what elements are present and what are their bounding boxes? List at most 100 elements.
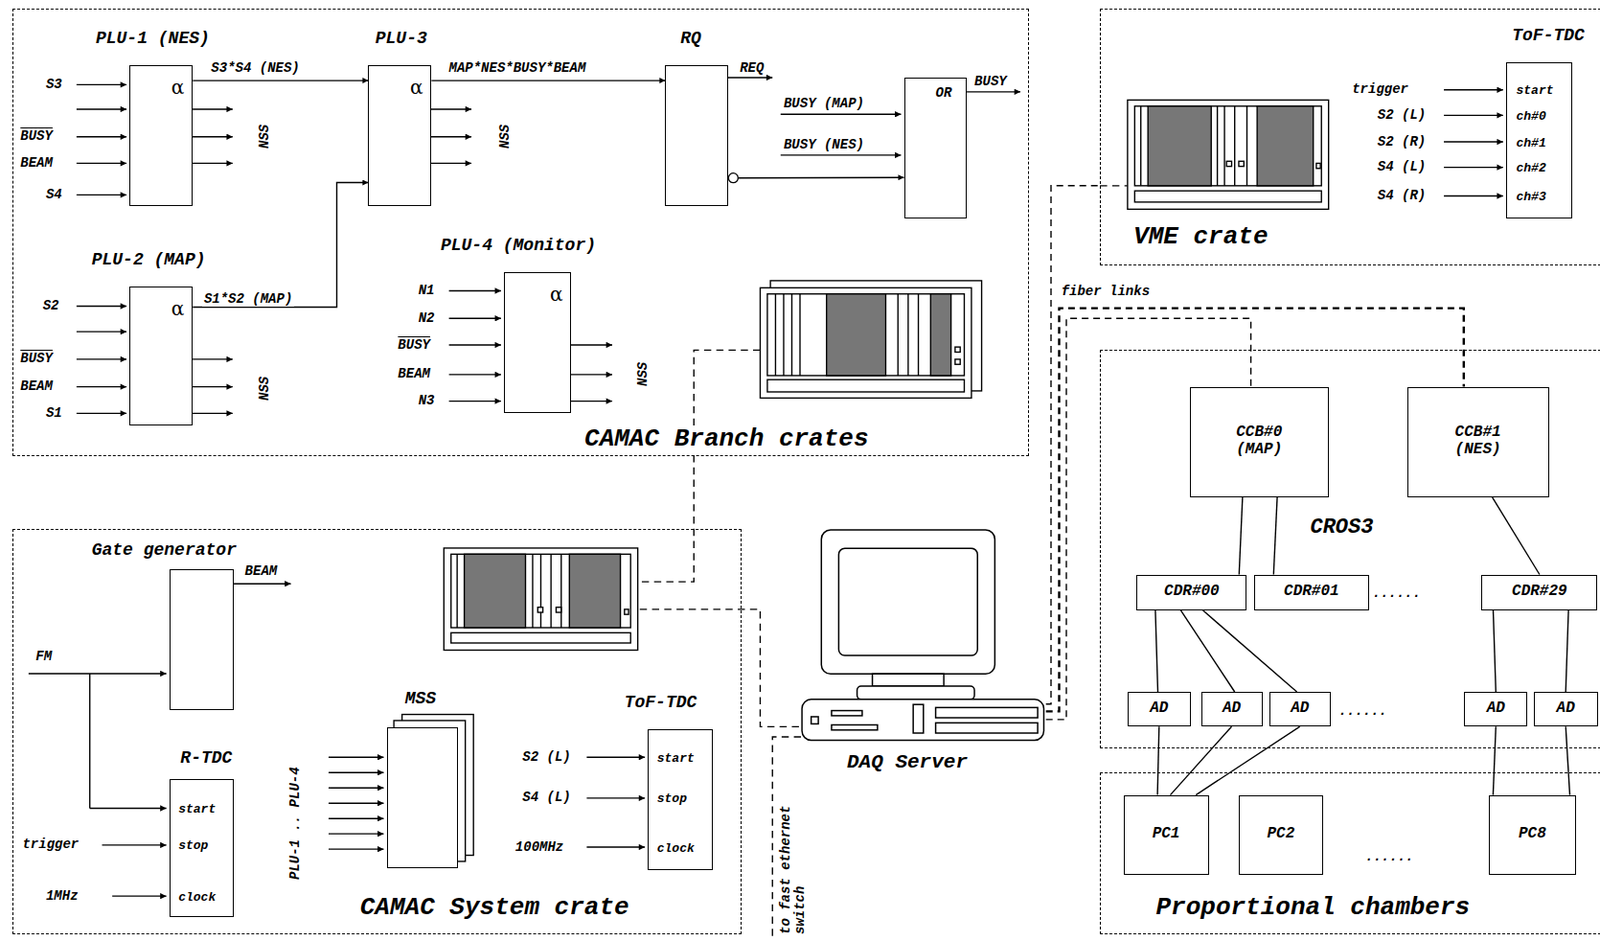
signal-connector: [192, 182, 368, 308]
signal-connector: [1565, 610, 1569, 692]
signal-label: S2 (L): [1377, 108, 1426, 123]
camac-branch-crates: [759, 280, 982, 398]
signal-label: BEAM: [20, 156, 53, 171]
signal-connector: [192, 79, 368, 81]
node-label: ToF-TDC: [1511, 26, 1585, 46]
fiber-link: [1046, 308, 1464, 712]
node-label: ToF-TDC: [624, 693, 698, 713]
dashed-links: [640, 185, 1128, 941]
controller-box: CCB#0 (MAP): [1189, 387, 1329, 498]
region-frame: CAMAC System crateGate generatorR-TDCsta…: [12, 528, 743, 935]
node-label: Gate generator: [91, 541, 237, 561]
signal-connector: [1491, 497, 1540, 575]
amplifier-box: AD: [1269, 691, 1331, 727]
amplifier-box: AD: [1127, 691, 1191, 727]
node-label: MSS: [405, 689, 436, 709]
logic-unit: PLU-3α: [367, 65, 432, 206]
vertical-label: NSS: [257, 375, 273, 400]
or-gate: OR: [904, 77, 967, 219]
signal-label: 1MHz: [45, 889, 79, 904]
node-label: PLU-1 (NES): [95, 29, 210, 49]
signal-label: BEAM: [20, 379, 53, 394]
signal-label: S2: [43, 298, 60, 314]
node-label: CDR#00: [1137, 583, 1246, 601]
node-label: CCB#0 (MAP): [1190, 424, 1328, 458]
signal-label: ......: [1338, 704, 1387, 719]
camac-system-crate: [443, 548, 638, 651]
node-label: CAMAC Branch crates: [582, 425, 870, 454]
signal-label: REQ: [739, 61, 764, 76]
readout-box: CDR#01: [1254, 574, 1370, 611]
pin-label: α: [171, 297, 185, 320]
pin-label: ch#1: [1516, 137, 1547, 151]
edge-label: S3*S4 (NES): [208, 61, 301, 76]
signal-connector: [737, 176, 904, 179]
node-label: CROS3: [1309, 516, 1373, 540]
signal-label: BEAM: [245, 564, 278, 579]
pin-label: ch#0: [1516, 110, 1547, 124]
signal-label: trigger: [1351, 82, 1409, 97]
signal-connector: [1155, 610, 1159, 692]
region-frame: CROS3 CCB#0 (MAP) CCB#1 (NES) CDR#00 CDR#01 C…: [1099, 349, 1600, 748]
readout-box: CDR#29: [1481, 574, 1598, 611]
node-label: Proportional chambers: [1154, 893, 1473, 922]
node-label: CDR#29: [1482, 583, 1597, 601]
node-label: CDR#01: [1255, 583, 1369, 601]
signal-label: BUSY (NES): [783, 137, 865, 153]
register-box: RQ: [664, 65, 729, 206]
signal-connector: [1565, 726, 1570, 795]
fiber-link: [1046, 185, 1100, 705]
signal-label: BUSY: [974, 74, 1007, 90]
tdc-module: R-TDCstartstopclock: [169, 778, 234, 918]
edge-label: S1*S2 (MAP): [202, 292, 295, 307]
server-computer: DAQ Server: [800, 528, 1047, 777]
node-label: DAQ Server: [846, 751, 968, 774]
signal-label: BUSY: [397, 338, 431, 353]
pin-label: clock: [178, 891, 216, 905]
signal-connector: [1202, 610, 1297, 692]
node-label: PC2: [1239, 825, 1323, 844]
node-label: PLU-4 (Monitor): [440, 236, 596, 256]
chamber-box: PC1: [1123, 795, 1210, 875]
signal-label: trigger: [22, 837, 79, 852]
node-label: AD: [1128, 700, 1190, 718]
gate-generator: Gate generator: [169, 569, 234, 710]
pin-label: stop: [178, 839, 208, 853]
logic-unit: PLU-4 (Monitor)α: [503, 272, 572, 413]
signal-label: S4 (L): [1377, 160, 1426, 175]
signal-connector: [431, 79, 665, 81]
node-label: AD: [1464, 700, 1527, 718]
signal-label: S4: [45, 187, 63, 203]
node-label: PC8: [1489, 825, 1576, 844]
signal-label: 100MHz: [515, 840, 564, 855]
signal-label: BUSY: [20, 129, 53, 144]
signal-connector: [1195, 726, 1301, 795]
pin-label: α: [549, 283, 564, 305]
pin-label: α: [171, 76, 185, 98]
vertical-label: NSS: [498, 124, 513, 149]
vertical-label: NSS: [636, 361, 651, 386]
logic-unit: PLU-2 (MAP)α: [129, 286, 193, 426]
signal-label: BEAM: [397, 366, 431, 382]
controller-box: CCB#1 (NES): [1407, 387, 1550, 498]
signal-label: S4 (R): [1377, 188, 1426, 204]
node-label: PC1: [1124, 825, 1209, 844]
region-frame: VME crateToF-TDCstartch#0ch#1ch#2ch#3: [1099, 8, 1600, 266]
vertical-label: NSS: [257, 124, 273, 149]
pin-label: start: [178, 802, 216, 817]
fiber-link: [1046, 318, 1252, 720]
logic-unit: PLU-1 (NES)α: [129, 65, 193, 206]
node-label: OR: [935, 86, 952, 101]
signal-label: N3: [418, 393, 435, 409]
node-label: AD: [1202, 700, 1262, 718]
signal-label: S3: [45, 77, 63, 92]
pin-label: start: [1516, 84, 1555, 98]
pin-label: start: [657, 752, 695, 766]
signal-connector: [1238, 497, 1243, 575]
signal-label: ......: [1371, 586, 1420, 601]
scaler-module: MSS: [387, 727, 459, 869]
signal-label: S2 (L): [522, 750, 571, 765]
chamber-box: PC8: [1488, 795, 1577, 875]
vertical-label: to fast ethernet switch: [778, 790, 807, 935]
